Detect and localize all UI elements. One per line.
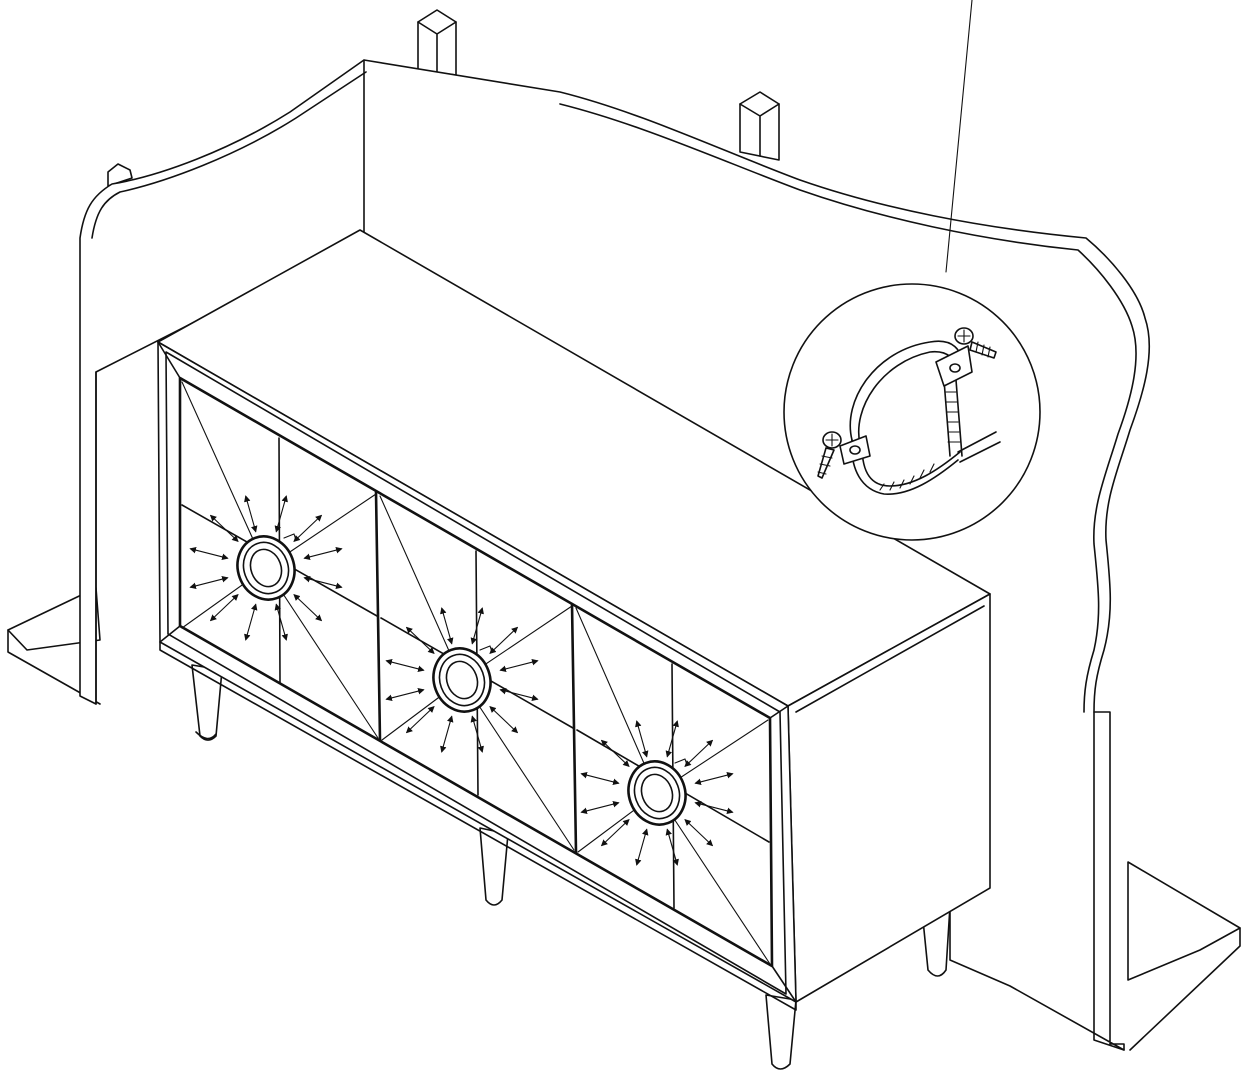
grain-arrow: [694, 771, 734, 786]
grain-arrow: [580, 771, 620, 786]
door-divider: [570, 602, 578, 854]
leg-front-right: [765, 994, 797, 1070]
wall-stud: [107, 163, 133, 187]
grain-arrow: [580, 800, 620, 815]
grain-arrow: [293, 514, 323, 543]
grain-arrow: [244, 495, 258, 533]
grain-arrow: [470, 607, 484, 645]
grain-arrow: [600, 818, 630, 847]
grain-arrow: [665, 720, 679, 758]
sunburst-ray: [379, 495, 463, 681]
grain-arrow: [499, 687, 539, 702]
grain-arrow: [489, 705, 519, 734]
grain-arrow: [684, 818, 714, 847]
grain-arrow: [600, 739, 630, 768]
grain-arrow: [440, 607, 454, 645]
grain-arrow: [385, 658, 425, 673]
strap-loop-outer: [849, 340, 962, 441]
door-2: [379, 495, 575, 851]
leg-front-middle: [479, 827, 509, 906]
grain-arrow: [635, 720, 649, 758]
furniture-screw-shank: [817, 447, 835, 479]
ring-handle-inner: [445, 660, 479, 700]
ring-handle-inner: [640, 773, 674, 813]
grain-arrow: [209, 514, 239, 543]
anti-tip-strap-detail: [783, 283, 1041, 541]
grain-arrow: [209, 593, 239, 622]
cabinet-doors: [181, 381, 771, 965]
grain-arrow: [385, 687, 425, 702]
door-3: [575, 607, 771, 965]
grain-arrow: [499, 658, 539, 673]
grain-arrow: [274, 495, 288, 533]
door-1: [181, 381, 379, 739]
grain-arrow: [665, 828, 679, 866]
grain-arrow: [189, 546, 229, 561]
ring-handle-inner: [249, 548, 283, 588]
strap-teeth: [945, 391, 961, 443]
grain-arrow: [440, 715, 454, 753]
sunburst-ray: [656, 792, 771, 965]
grain-arrow: [274, 603, 288, 641]
floor-left-edge: [7, 629, 101, 705]
floor-right: [1127, 861, 1241, 981]
cabinet-legs: [191, 664, 951, 1070]
ring-handle-mid: [438, 653, 486, 707]
wall-thickness-right: [559, 103, 1137, 713]
door-divider: [374, 490, 382, 742]
ring-handle-mount: [674, 758, 688, 766]
floor-left: [7, 587, 101, 651]
sideboard-cabinet: [157, 229, 991, 1011]
wall-thickness-top: [91, 71, 367, 239]
floor-right-edge: [1129, 927, 1241, 1051]
grain-arrow: [303, 575, 343, 590]
sunburst-ray: [265, 567, 379, 739]
wall-studs: [107, 9, 780, 187]
grain-arrow: [684, 739, 714, 768]
floor: [7, 587, 1241, 1051]
grain-arrow: [635, 828, 649, 866]
leader-line: [945, 0, 973, 273]
detail-circle: [783, 283, 1041, 541]
grain-arrow: [470, 715, 484, 753]
grain-arrow: [405, 626, 435, 655]
grain-arrow: [244, 603, 258, 641]
sunburst-ray: [575, 607, 658, 794]
grain-arrow: [293, 593, 323, 622]
ring-handle-mid: [633, 766, 681, 820]
grain-arrow: [303, 546, 343, 561]
strap-lower: [851, 439, 959, 495]
sunburst-ray: [181, 381, 267, 569]
wall-end: [1093, 711, 1125, 1051]
grain-arrow: [489, 626, 519, 655]
grain-arrow: [694, 800, 734, 815]
ring-handle-mid: [242, 541, 290, 595]
sunburst-ray: [461, 679, 575, 851]
grain-arrow: [405, 705, 435, 734]
ring-handle-mount: [283, 533, 297, 541]
grain-arrow: [189, 575, 229, 590]
strap-tail: [943, 379, 963, 457]
ring-handle-mount: [479, 645, 493, 653]
